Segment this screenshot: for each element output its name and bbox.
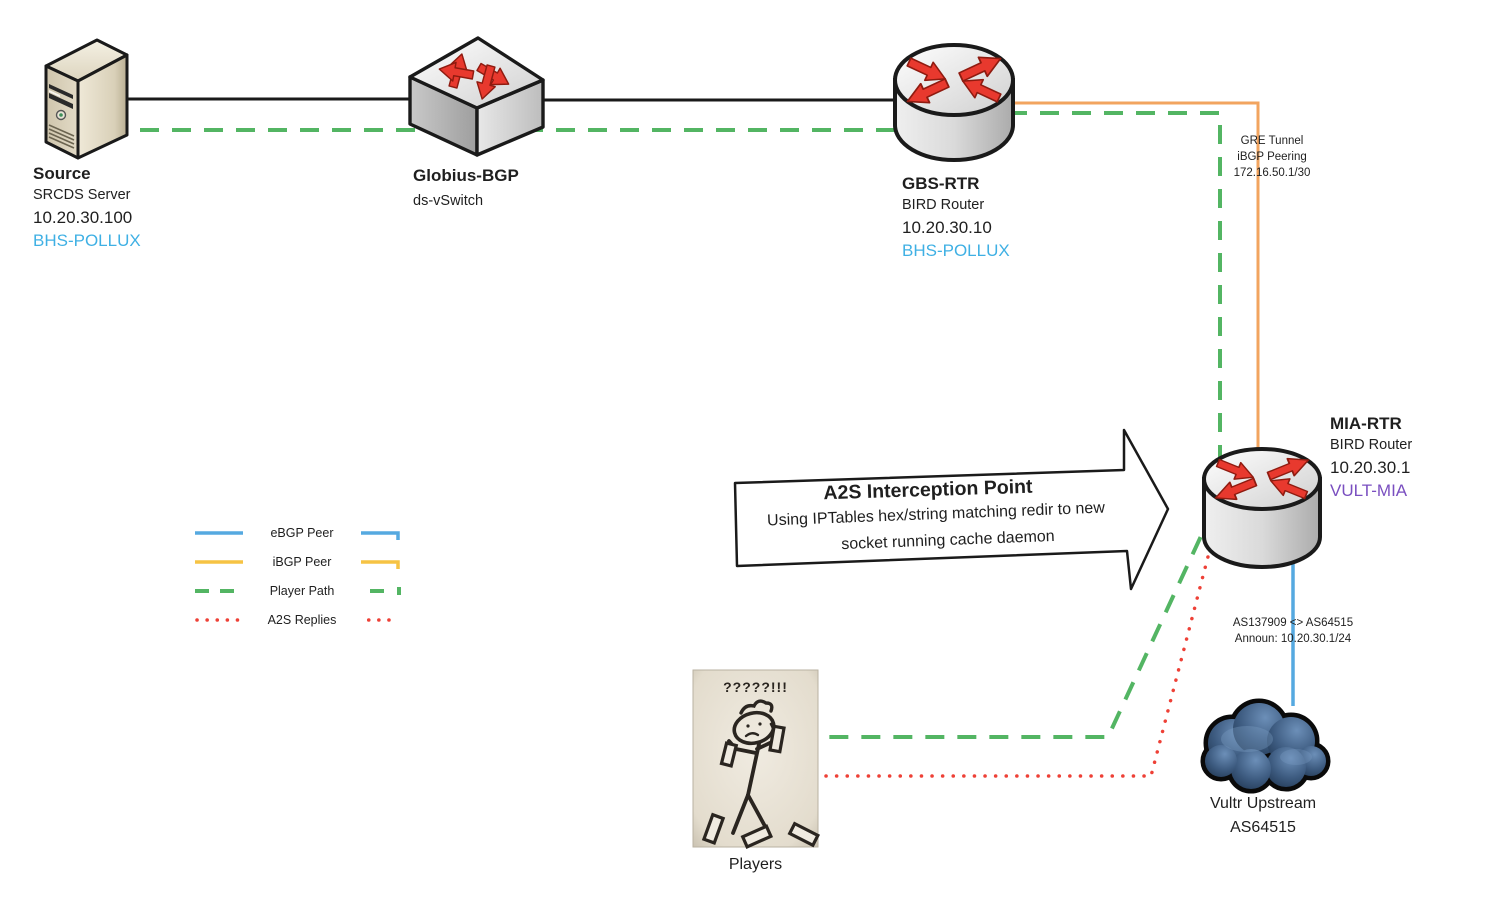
bgp-note-line2: Announ: 10.20.30.1/24 (1234, 633, 1352, 645)
edge-player-path (108, 111, 1222, 739)
legend-label-player-path: Player Path (240, 583, 364, 599)
mia-node-label: MIA-RTR BIRD Router 10.20.30.1 VULT-MIA (1330, 412, 1412, 503)
server-drive-bays (49, 84, 73, 109)
source-role: SRCDS Server (33, 187, 131, 203)
cloud-icon (1200, 698, 1331, 794)
edge-gre-tunnel-ibgp (1010, 101, 1260, 460)
source-server-icon (44, 38, 129, 160)
source-title: Source (33, 164, 91, 183)
legend-label-ebgp: eBGP Peer (243, 525, 361, 541)
players-title: Players (728, 856, 783, 873)
players-photo (692, 669, 821, 849)
a2s-callout-arrow (733, 428, 1170, 591)
server-vents (48, 124, 75, 149)
legend-label-a2s-replies: A2S Replies (240, 612, 364, 628)
gbs-node-label: GBS-RTR BIRD Router 10.20.30.10 BHS-POLL… (902, 172, 1010, 263)
gbs-ip: 10.20.30.10 (902, 218, 992, 237)
gre-tunnel-note: GRE Tunnel iBGP Peering 172.16.50.1/30 (1212, 133, 1332, 181)
mia-router-icon (1202, 447, 1322, 569)
globius-role: ds-vSwitch (413, 193, 484, 209)
gre-note-line3: 172.16.50.1/30 (1233, 167, 1311, 179)
gre-note-line1: GRE Tunnel (1240, 135, 1304, 147)
players-exclaim-text: ?????!!! (723, 679, 788, 695)
mia-pop: VULT-MIA (1330, 481, 1408, 500)
vultr-node-label: Vultr Upstream AS64515 (1183, 792, 1343, 840)
legend-label-ibgp: iBGP Peer (243, 554, 361, 570)
source-pop: BHS-POLLUX (33, 231, 141, 250)
switch-icon (408, 36, 545, 157)
stick-figure (701, 699, 821, 849)
edge-a2s-replies (824, 520, 1219, 778)
gbs-router-icon (893, 43, 1015, 162)
mia-role: BIRD Router (1330, 437, 1413, 453)
globius-title: Globius-BGP (413, 166, 519, 185)
vultr-title: Vultr Upstream (1209, 795, 1317, 812)
bgp-note-line1: AS137909 <> AS64515 (1232, 617, 1354, 629)
legend-line-player-path (195, 587, 401, 595)
gbs-role: BIRD Router (902, 197, 985, 213)
vultr-asn: AS64515 (1230, 819, 1296, 836)
gbs-pop: BHS-POLLUX (902, 241, 1010, 260)
gre-note-line2: iBGP Peering (1237, 151, 1307, 163)
mia-title: MIA-RTR (1330, 414, 1402, 433)
bgp-session-note: AS137909 <> AS64515 Announ: 10.20.30.1/2… (1213, 615, 1373, 647)
mia-ip: 10.20.30.1 (1330, 458, 1411, 477)
gbs-title: GBS-RTR (902, 174, 980, 193)
globius-node-label: Globius-BGP ds-vSwitch (413, 164, 519, 212)
source-ip: 10.20.30.100 (33, 208, 133, 227)
source-node-label: Source SRCDS Server 10.20.30.100 BHS-POL… (33, 162, 141, 253)
